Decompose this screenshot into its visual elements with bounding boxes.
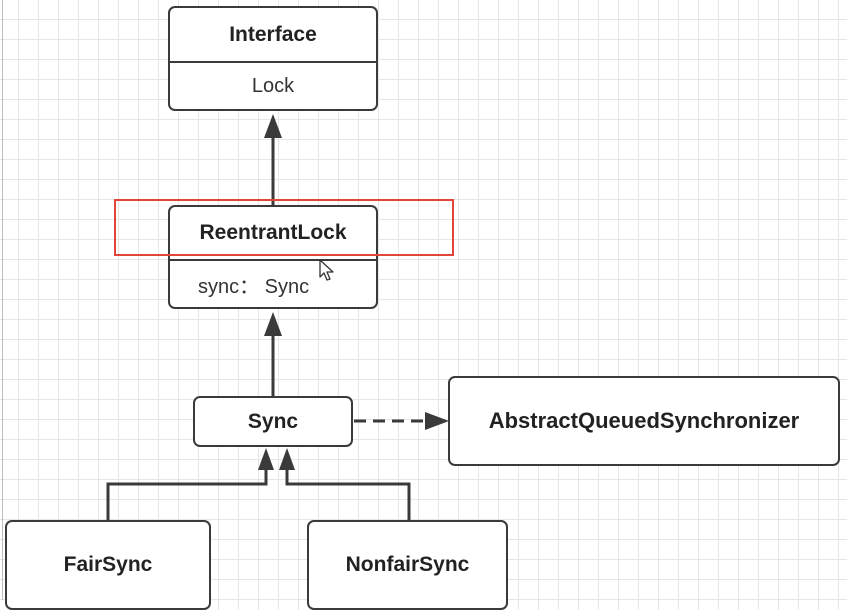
reentrantlock-highlight-frame xyxy=(114,199,454,256)
reentrantlock-box[interactable]: ReentrantLock sync： Sync xyxy=(168,205,378,309)
sync-box[interactable]: Sync xyxy=(193,396,353,447)
mouse-cursor-icon xyxy=(319,259,334,281)
reentrantlock-title: ReentrantLock xyxy=(199,221,347,244)
sync-label: Sync xyxy=(247,409,299,433)
interface-lock-box[interactable]: Interface Lock xyxy=(168,6,378,111)
reentrantlock-field-sync: sync： Sync xyxy=(170,259,376,307)
edge-nonfairsync-to-sync xyxy=(285,468,411,522)
aqs-box[interactable]: AbstractQueuedSynchronizer xyxy=(448,376,840,466)
arrowhead-lock xyxy=(264,114,282,138)
edge-fairsync-to-sync xyxy=(106,468,268,522)
arrowhead-reentrantlock xyxy=(264,312,282,336)
lock-class-name: Lock xyxy=(170,61,376,109)
left-border-line xyxy=(2,0,3,600)
fairsync-label: FairSync xyxy=(63,553,153,576)
fairsync-box[interactable]: FairSync xyxy=(5,520,211,610)
arrowhead-aqs xyxy=(425,412,449,430)
arrowhead-sync-right xyxy=(279,448,295,470)
interface-stereotype: Interface xyxy=(229,22,317,46)
arrowhead-sync-left xyxy=(258,448,274,470)
aqs-label: AbstractQueuedSynchronizer xyxy=(488,408,800,433)
nonfairsync-label: NonfairSync xyxy=(345,553,470,576)
nonfairsync-box[interactable]: NonfairSync xyxy=(307,520,508,610)
